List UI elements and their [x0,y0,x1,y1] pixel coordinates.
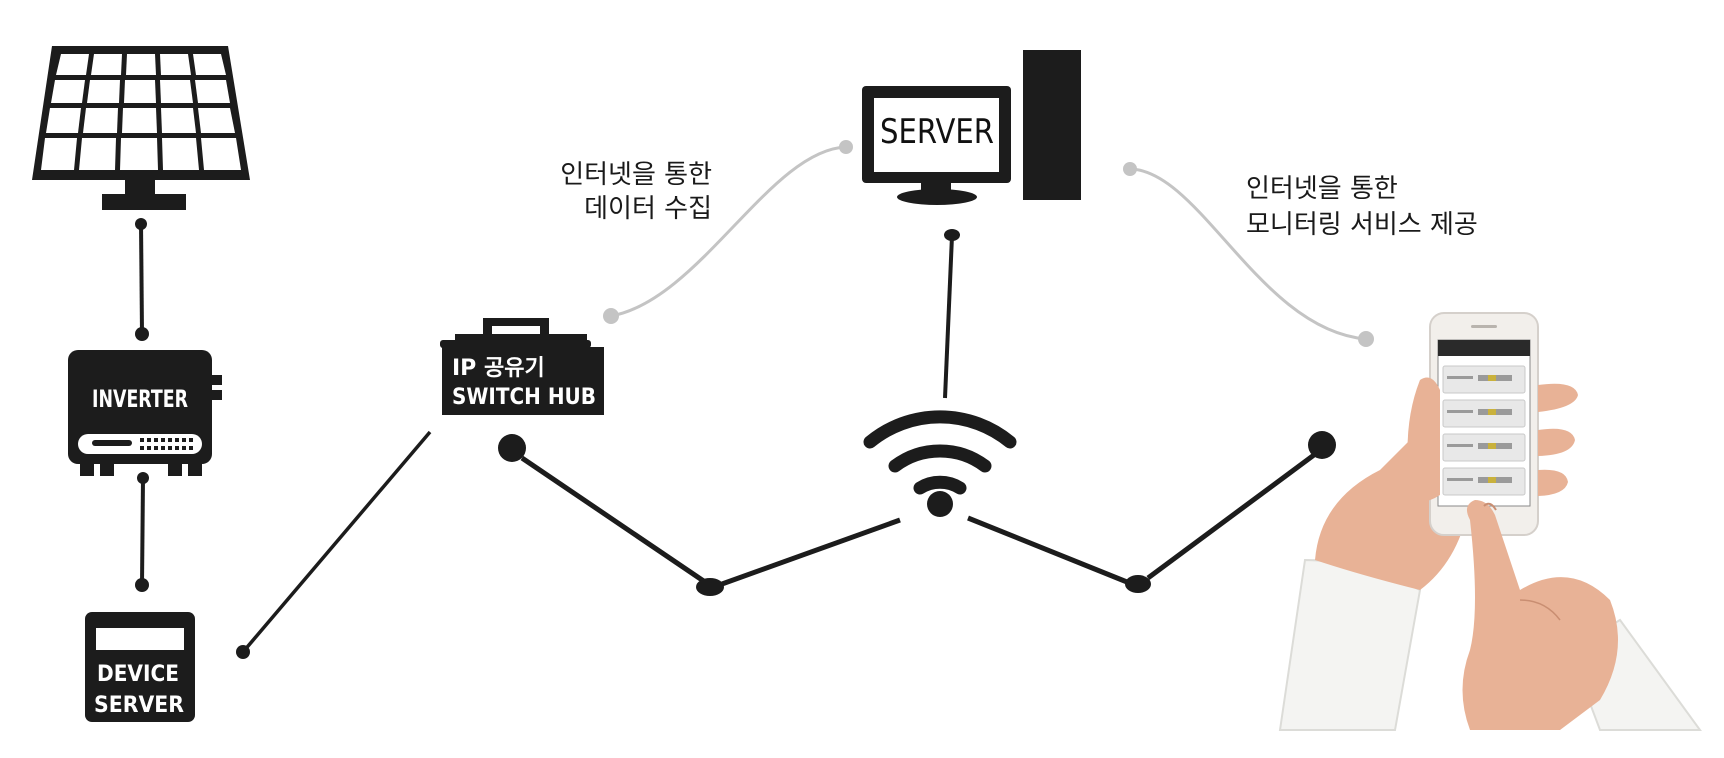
solar-panel-icon [32,46,250,210]
data-collection-caption: 인터넷을 통한 데이터 수집 [560,160,712,224]
device-switch-cable [236,430,432,659]
server-wifi-cable [943,229,960,399]
switch-hub-label-line1: IP 공유기 [452,356,545,381]
router-icon: IP 공유기 SWITCH HUB [440,318,604,415]
panel-inverter-cable [135,218,149,341]
caption-monitor-line2: 모니터링 서비스 제공 [1246,210,1478,240]
internet-monitoring-link [1123,162,1374,347]
wifi-icon [863,410,1017,517]
internet-data-link [603,140,853,324]
server-monitor-icon: SERVER [862,50,1081,205]
device-server-icon: DEVICE SERVER [85,612,195,722]
switch-hub-label-line2: SWITCH HUB [452,385,596,410]
inverter-device-cable [135,472,149,592]
inverter-label: INVERTER [92,385,188,413]
caption-data-line1: 인터넷을 통한 [560,160,712,190]
caption-data-line2: 데이터 수집 [584,194,712,224]
server-label: SERVER [880,112,994,152]
device-server-label-line2: SERVER [94,693,184,718]
caption-monitor-line1: 인터넷을 통한 [1246,174,1398,204]
device-server-label-line1: DEVICE [97,662,179,687]
monitoring-service-caption: 인터넷을 통한 모니터링 서비스 제공 [1246,174,1478,240]
wireless-links [498,431,1336,596]
inverter-icon: INVERTER [68,350,222,476]
smartphone-in-hands-icon [1278,312,1702,731]
